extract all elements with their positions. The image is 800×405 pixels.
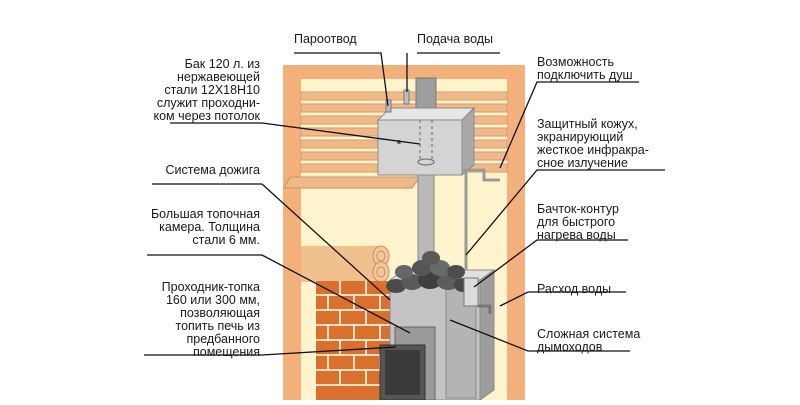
label-heater-tank: Бачток-контур для быстрого нагрева воды [537, 202, 619, 242]
label-tank: Бак 120 л. из нержавеющей стали 12Х18Н10… [153, 57, 261, 123]
water-supply-pipe [403, 89, 410, 105]
leader-water-outlet [499, 291, 626, 307]
stones-pile [386, 251, 472, 293]
chimney-pipe-top [415, 77, 437, 109]
label-casing: Защитный кожух, экранирующий жесткое инф… [537, 117, 649, 170]
leader-shower [499, 81, 639, 169]
fire-door [379, 326, 436, 401]
label-afterburner: Система дожига [165, 163, 260, 177]
brick-wall [316, 281, 390, 400]
label-chimney: Сложная система дымоходов [537, 327, 641, 354]
leader-tank [170, 122, 421, 145]
heater-tank-contour [463, 277, 479, 307]
water-outlet-tap [478, 304, 492, 314]
label-shower: Возможность подключить душ [537, 55, 633, 82]
leader-chimney [449, 319, 630, 352]
water-tank [376, 106, 476, 177]
left-wall [283, 65, 301, 400]
leader-heater-tank [473, 239, 628, 288]
label-water-supply: Подача воды [417, 32, 494, 46]
shower-pipe [462, 168, 500, 286]
leader-casing [465, 169, 665, 256]
right-wall [507, 65, 525, 400]
leader-steam-outlet [294, 52, 389, 107]
label-steam-outlet: Пароотвод [294, 32, 357, 46]
ceiling [283, 65, 525, 79]
label-firebox: Большая топочная камера. Толщина стали 6… [150, 207, 260, 247]
log-pile [301, 245, 390, 283]
leader-lines [144, 52, 665, 356]
label-through-firebox: Проходник-топка 160 или 300 мм, позволяю… [161, 280, 260, 359]
leader-firebox [147, 254, 411, 334]
shelf-board [283, 176, 421, 189]
leader-through-firebox [144, 346, 397, 356]
leader-afterburner [152, 183, 391, 301]
steam-outlet-pipe [385, 99, 392, 113]
label-water-outlet: Расход воды [537, 282, 612, 296]
